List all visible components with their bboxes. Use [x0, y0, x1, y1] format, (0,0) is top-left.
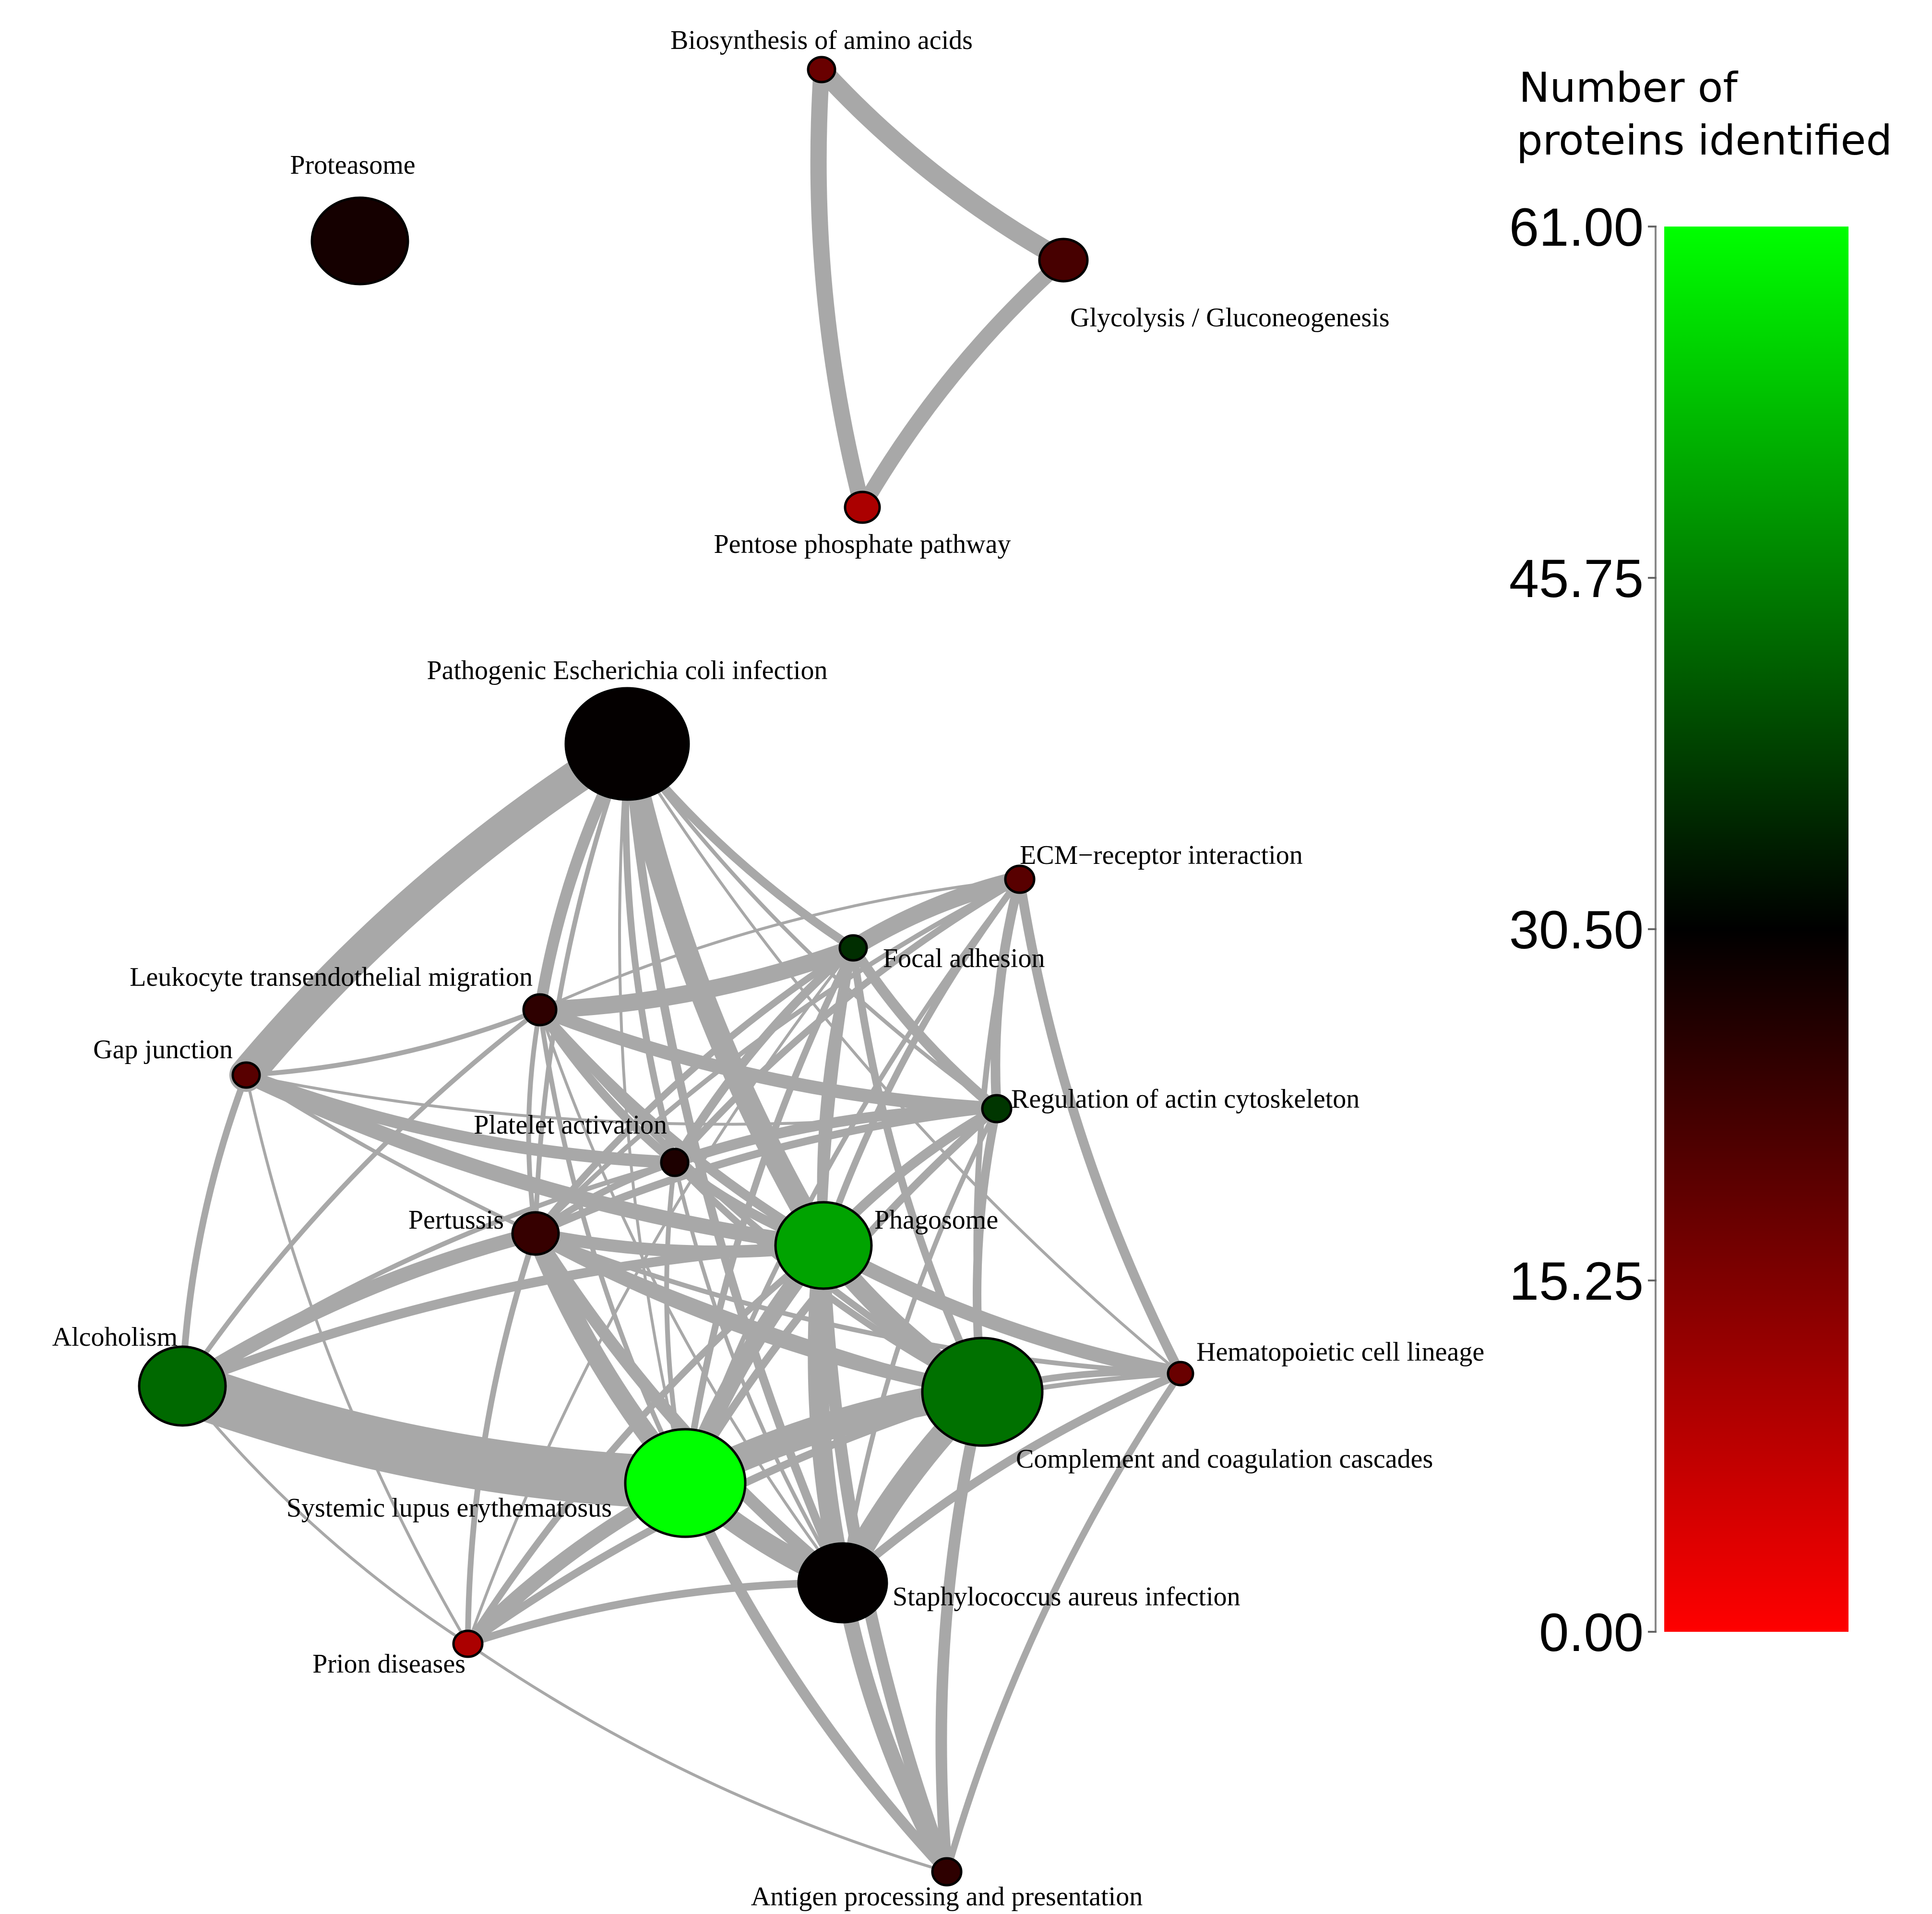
node-alcoholism[interactable]	[138, 1345, 227, 1427]
edge-biosynth-pentose	[810, 61, 871, 515]
edge-ecoli-pertussis	[533, 742, 630, 1236]
edge-gap-alcoholism	[179, 1072, 250, 1389]
edge-ecm-leuko	[538, 878, 1021, 1011]
edge-leuko-focal	[531, 939, 862, 1018]
edge-glycolysis-pentose	[855, 252, 1071, 515]
edge-hemato-staph	[838, 1369, 1185, 1587]
nodes	[138, 56, 1194, 1887]
edge-biosynth-glycolysis	[812, 60, 1073, 270]
node-label-actin: Regulation of actin cytoskeleton	[1011, 1084, 1360, 1114]
node-gap[interactable]	[231, 1061, 261, 1089]
edge-focal-pertussis	[532, 945, 857, 1237]
edge-leuko-pertussis	[526, 1007, 542, 1236]
node-label-ecm: ECM−receptor interaction	[1020, 840, 1303, 870]
edge-pertussis-staph	[529, 1227, 849, 1589]
node-label-proteasome: Proteasome	[290, 150, 415, 180]
node-labels: Biosynthesis of amino acidsProteasomeGly…	[52, 25, 1485, 1912]
edge-leuko-sle	[537, 1007, 688, 1485]
node-prion[interactable]	[452, 1629, 484, 1658]
legend-title-line1: Number of	[1519, 64, 1738, 112]
legend-tick-label: 0.00	[1539, 1603, 1644, 1663]
legend-ticks: 61.00 45.75 30.50 15.25 0.00	[1509, 197, 1657, 1663]
edge-phagosome-hemato	[816, 1238, 1188, 1381]
edge-alcoholism-sle	[156, 1360, 712, 1509]
edge-focal-actin	[848, 943, 1002, 1114]
edge-staph-prion	[464, 1579, 847, 1648]
node-label-pentose: Pentose phosphate pathway	[714, 529, 1011, 559]
edge-ecoli-phagosome	[616, 732, 835, 1257]
node-actin[interactable]	[981, 1094, 1013, 1124]
edge-actin-platelet	[669, 1103, 1002, 1168]
edge-complement-antigen	[935, 1386, 988, 1878]
legend-tick-label: 61.00	[1509, 197, 1644, 257]
node-staph[interactable]	[797, 1542, 888, 1624]
edge-phagosome-alcoholism	[178, 1241, 828, 1391]
edge-focal-platelet	[670, 944, 858, 1167]
edge-hemato-antigen	[943, 1370, 1184, 1875]
node-label-staph: Staphylococcus aureus infection	[893, 1582, 1240, 1612]
node-sle[interactable]	[624, 1428, 747, 1538]
node-focal[interactable]	[838, 934, 868, 962]
node-label-leuko: Leukocyte transendothelial migration	[130, 962, 533, 992]
node-pentose[interactable]	[844, 490, 881, 524]
node-label-biosynth: Biosynthesis of amino acids	[670, 25, 973, 55]
node-glycolysis[interactable]	[1038, 238, 1089, 283]
legend-title-line2: proteins identified	[1516, 117, 1892, 165]
node-label-complement: Complement and coagulation cascades	[1016, 1444, 1433, 1474]
node-complement[interactable]	[921, 1337, 1044, 1447]
node-ecoli[interactable]	[564, 687, 690, 801]
edge-ecoli-gap	[229, 727, 644, 1092]
node-label-focal: Focal adhesion	[883, 944, 1045, 973]
edge-leuko-alcoholism	[180, 1007, 542, 1388]
node-label-gap: Gap junction	[93, 1035, 233, 1065]
edge-gap-leuko	[244, 1007, 542, 1077]
edge-alcoholism-prion	[181, 1385, 469, 1645]
edge-ecm-focal	[845, 871, 1028, 957]
edge-ecm-hemato	[1015, 874, 1185, 1378]
node-label-prion: Prion diseases	[312, 1649, 465, 1679]
node-hemato[interactable]	[1167, 1361, 1194, 1387]
edge-leuko-actin	[533, 1003, 1003, 1115]
legend-tick-label: 45.75	[1509, 549, 1644, 609]
edge-sle-antigen	[680, 1478, 952, 1877]
node-label-antigen: Antigen processing and presentation	[751, 1882, 1143, 1912]
node-label-ecoli: Pathogenic Escherichia coli infection	[427, 656, 827, 685]
legend-color-bar	[1664, 227, 1849, 1632]
edge-pertussis-alcoholism	[175, 1226, 543, 1393]
node-phagosome[interactable]	[774, 1201, 873, 1290]
node-antigen[interactable]	[931, 1857, 963, 1887]
node-pertussis[interactable]	[511, 1211, 560, 1256]
node-label-hemato: Hematopoietic cell lineage	[1196, 1337, 1484, 1367]
edge-phagosome-prion	[465, 1242, 827, 1647]
node-leuko[interactable]	[522, 993, 558, 1027]
node-label-phagosome: Phagosome	[874, 1205, 998, 1235]
node-biosynth[interactable]	[807, 56, 836, 84]
legend-tick-label: 30.50	[1509, 900, 1644, 960]
node-label-sle: Systemic lupus erythematosus	[286, 1493, 612, 1523]
edge-gap-prion	[245, 1074, 469, 1645]
edge-pertussis-prion	[465, 1231, 538, 1647]
node-label-glycolysis: Glycolysis / Gluconeogenesis	[1070, 303, 1390, 333]
node-label-alcoholism: Alcoholism	[52, 1322, 178, 1352]
legend-tick-label: 15.25	[1509, 1251, 1644, 1311]
color-legend: Number of proteins identified 61.00 45.75…	[1509, 64, 1892, 1663]
edge-ecoli-actin	[625, 742, 999, 1111]
edge-actin-pertussis	[532, 1105, 1001, 1237]
edge-staph-antigen	[835, 1575, 954, 1879]
node-proteasome[interactable]	[310, 196, 409, 286]
node-platelet[interactable]	[660, 1148, 690, 1177]
edge-prion-antigen	[466, 1642, 948, 1873]
node-ecm[interactable]	[1004, 864, 1036, 894]
node-label-platelet: Platelet activation	[474, 1110, 667, 1140]
node-label-pertussis: Pertussis	[408, 1205, 504, 1235]
